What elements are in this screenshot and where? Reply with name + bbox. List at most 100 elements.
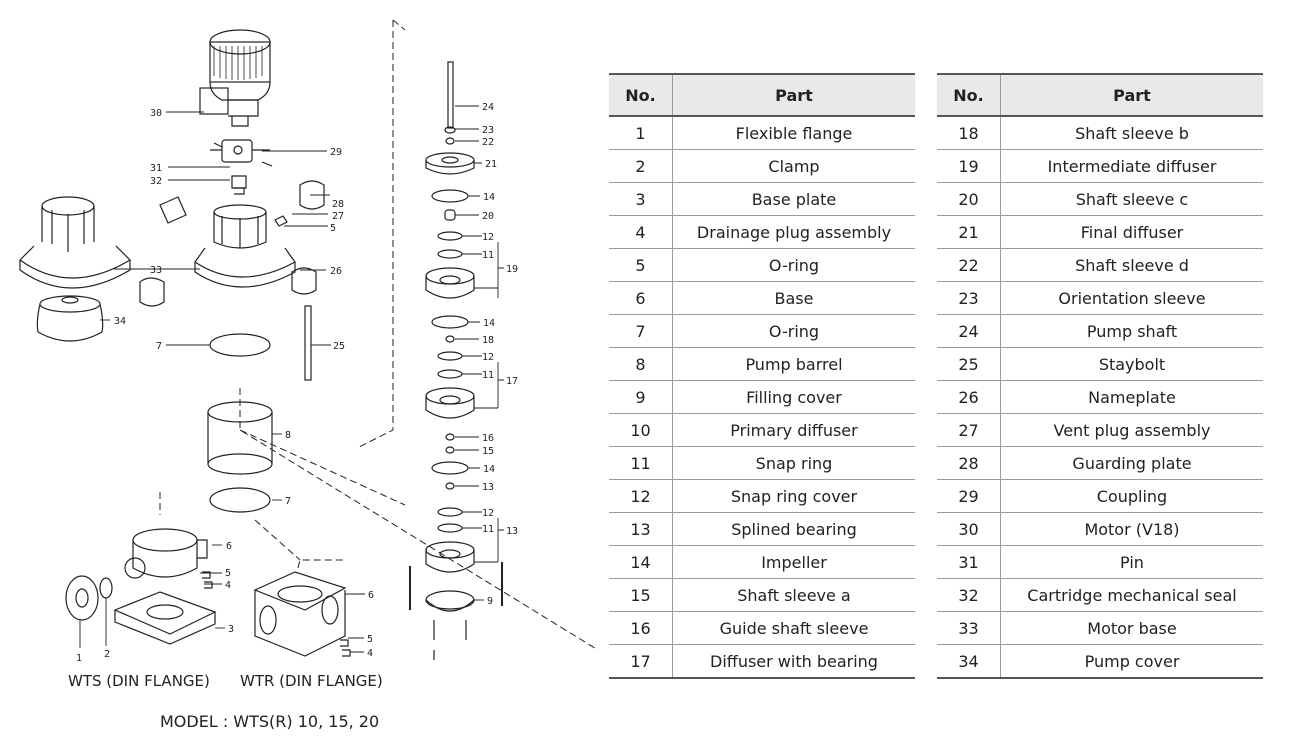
part-number-cell: 11: [609, 446, 673, 480]
callout-2: 2: [104, 649, 110, 660]
leader-lines: [79, 105, 504, 653]
part-number-cell: 22: [937, 248, 1001, 282]
wtr-caption: WTR (DIN FLANGE): [240, 672, 383, 690]
part-number-cell: 34: [937, 644, 1001, 679]
callout-27: 27: [332, 211, 344, 222]
wts-base-drawing: [65, 528, 217, 645]
callout-6: 6: [226, 541, 232, 552]
part-name-cell: Filling cover: [672, 380, 915, 414]
part-number-cell: 7: [609, 314, 673, 348]
callout-11b: 11: [482, 370, 494, 381]
staybolt-drawing: [304, 305, 312, 381]
o-ring-7-drawing: [209, 333, 271, 357]
callout-12c: 12: [482, 508, 494, 519]
wtr-base-drawing: [253, 571, 351, 657]
part-name-cell: Shaft sleeve c: [1000, 182, 1263, 216]
callout-33: 33: [150, 265, 162, 276]
part-name-cell: Motor base: [1000, 611, 1263, 645]
part-number-cell: 13: [609, 512, 673, 546]
callout-5b: 5: [367, 634, 373, 645]
part-number-cell: 20: [937, 182, 1001, 216]
callout-25: 25: [333, 341, 345, 352]
callout-16: 16: [482, 433, 494, 444]
part-number-cell: 8: [609, 347, 673, 381]
part-number-cell: 26: [937, 380, 1001, 414]
callout-12b: 12: [482, 352, 494, 363]
part-number-cell: 5: [609, 248, 673, 282]
part-name-cell: Shaft sleeve d: [1000, 248, 1263, 282]
part-number-cell: 32: [937, 578, 1001, 612]
callout-7: 7: [156, 341, 162, 352]
part-name-cell: Pump shaft: [1000, 314, 1263, 348]
part-number-cell: 21: [937, 215, 1001, 249]
callout-9: 9: [487, 596, 493, 607]
part-name-cell: Shaft sleeve b: [1000, 116, 1263, 150]
part-name-cell: Nameplate: [1000, 380, 1263, 414]
motor-base-drawing: [159, 196, 296, 288]
coupling-drawing: [210, 139, 273, 195]
callout-34: 34: [114, 316, 126, 327]
part-number-cell: 12: [609, 479, 673, 513]
callout-12a: 12: [482, 232, 494, 243]
part-name-cell: Vent plug assembly: [1000, 413, 1263, 447]
guarding-plates-drawing: [139, 180, 325, 307]
part-name-cell: Motor (V18): [1000, 512, 1263, 546]
callout-14b: 14: [483, 318, 495, 329]
model-caption: MODEL : WTS(R) 10, 15, 20: [160, 712, 380, 731]
part-name-cell: Primary diffuser: [672, 413, 915, 447]
o-ring-7b-drawing: [209, 487, 271, 513]
motor-drawing: [199, 29, 271, 127]
part-number-cell: 27: [937, 413, 1001, 447]
callout-14c: 14: [483, 464, 495, 475]
callout-32: 32: [150, 176, 162, 187]
part-number-cell: 16: [609, 611, 673, 645]
part-name-cell: Flexible flange: [672, 116, 915, 150]
callout-24: 24: [482, 102, 494, 113]
part-name-cell: O-ring: [672, 314, 915, 348]
part-name-cell: Shaft sleeve a: [672, 578, 915, 612]
part-name-cell: Base: [672, 281, 915, 315]
part-number-cell: 15: [609, 578, 673, 612]
part-number-cell: 10: [609, 413, 673, 447]
header-no: No.: [609, 73, 673, 117]
part-number-cell: 23: [937, 281, 1001, 315]
callout-3: 3: [228, 624, 234, 635]
callout-11c: 11: [482, 524, 494, 535]
impeller-stack-drawing: [409, 61, 503, 660]
pump-cover-drawing: [36, 295, 104, 342]
part-name-cell: Clamp: [672, 149, 915, 183]
part-name-cell: Base plate: [672, 182, 915, 216]
callout-7b: 7: [285, 496, 291, 507]
part-number-cell: 28: [937, 446, 1001, 480]
callout-19: 19: [506, 264, 518, 275]
callout-14a: 14: [483, 192, 495, 203]
part-number-cell: 30: [937, 512, 1001, 546]
callout-17: 17: [506, 376, 518, 387]
pump-barrel-drawing: [207, 401, 273, 475]
part-number-cell: 18: [937, 116, 1001, 150]
